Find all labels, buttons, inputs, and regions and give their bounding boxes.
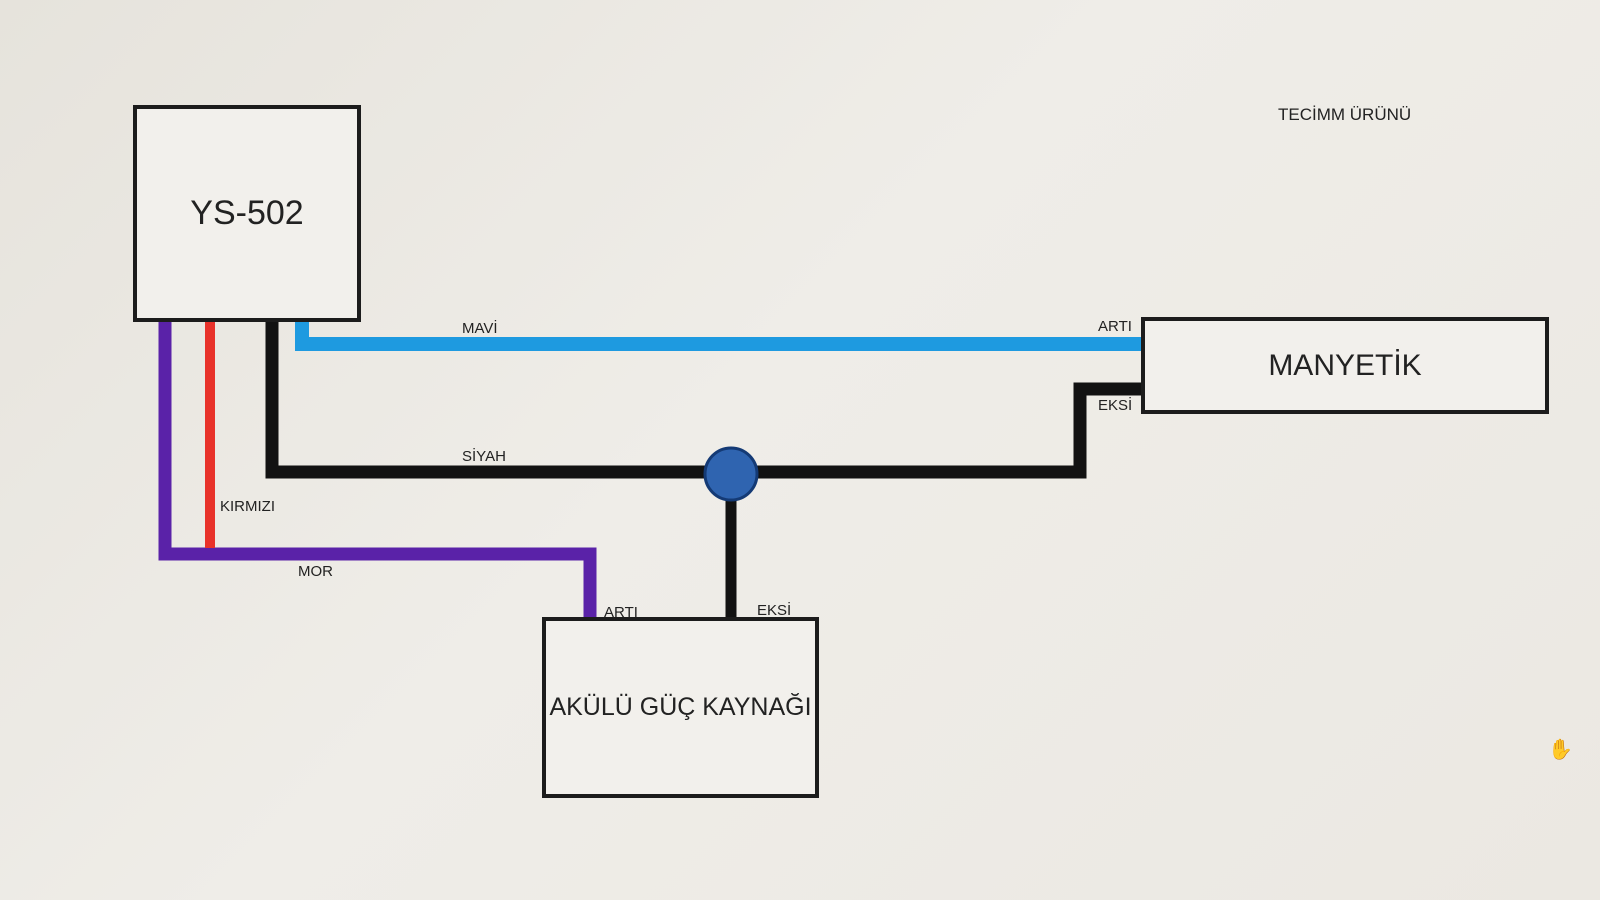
wire-label-siyah: SİYAH xyxy=(462,448,506,465)
wire-label-mor: MOR xyxy=(298,563,333,580)
wire-siyah xyxy=(265,322,1142,479)
wire-label-mavi: MAVİ xyxy=(462,320,498,337)
terminal-label-aku-eksi: EKSİ xyxy=(757,602,792,619)
wire-label-kirmizi: KIRMIZI xyxy=(220,498,275,515)
wire-mavi xyxy=(295,322,1142,351)
terminal-label-aku-arti: ARTI xyxy=(604,604,638,621)
aku-box: AKÜLÜ GÜÇ KAYNAĞI xyxy=(542,617,819,798)
brand-label: TECİMM ÜRÜNÜ xyxy=(1278,105,1412,124)
ys-502-box: YS-502 xyxy=(133,105,361,322)
terminal-label-manyetik-eksi: EKSİ xyxy=(1098,397,1133,414)
terminal-label-manyetik-arti: ARTI xyxy=(1098,318,1132,335)
ys-502-label: YS-502 xyxy=(190,194,304,232)
wire-mor xyxy=(158,322,597,619)
junction-node xyxy=(703,446,759,502)
aku-label: AKÜLÜ GÜÇ KAYNAĞI xyxy=(549,693,812,721)
hand-cursor-icon: ✋ xyxy=(1548,739,1573,761)
manyetik-label: MANYETİK xyxy=(1268,348,1422,382)
manyetik-box: MANYETİK xyxy=(1141,317,1549,414)
